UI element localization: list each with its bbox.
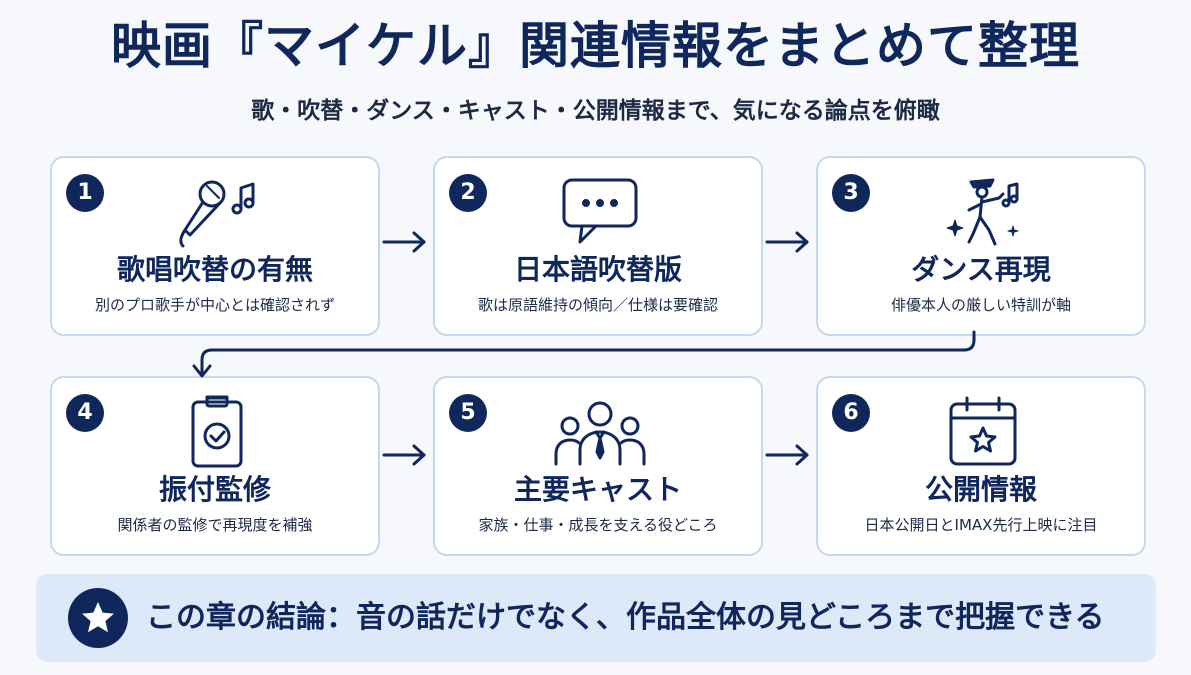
arrow-right-icon [380, 443, 430, 467]
step-number-badge: 5 [449, 394, 487, 432]
step-number-badge: 1 [66, 174, 104, 212]
step-number-badge: 3 [832, 174, 870, 212]
card-title: 振付監修 [158, 473, 271, 506]
page-title: 映画『マイケル』関連情報をまとめて整理 [111, 17, 1080, 75]
conclusion-banner: この章の結論：音の話だけでなく、作品全体の見どころまで把握できる [36, 574, 1156, 662]
calendar-star-icon [933, 392, 1033, 472]
card-choreography: 4 振付監修 関係者の監修で再現度を補強 [50, 376, 380, 556]
card-dance: 3 ダンス再現 俳優本人の厳しい特訓が軸 [816, 156, 1146, 336]
row-connector-arrow-icon [190, 330, 990, 380]
card-release-info: 6 公開情報 日本公開日とIMAX先行上映に注目 [816, 376, 1146, 556]
dancer-icon [933, 172, 1033, 252]
card-title: 主要キャスト [513, 473, 682, 506]
page-subtitle: 歌・吹替・ダンス・キャスト・公開情報まで、気になる論点を俯瞰 [251, 98, 940, 124]
card-description: 日本公開日とIMAX先行上映に注目 [864, 516, 1098, 534]
people-group-icon [550, 392, 650, 472]
star-icon [68, 588, 128, 648]
speech-bubble-icon [550, 172, 650, 252]
card-description: 歌は原語維持の傾向／仕様は要確認 [477, 296, 718, 314]
card-title: ダンス再現 [911, 253, 1051, 286]
card-description: 別のプロ歌手が中心とは確認されず [94, 296, 335, 314]
step-number-badge: 4 [66, 394, 104, 432]
card-description: 関係者の監修で再現度を補強 [117, 516, 313, 534]
card-description: 家族・仕事・成長を支える役どころ [478, 516, 718, 534]
clipboard-check-icon [167, 392, 267, 472]
card-main-cast: 5 主要キャスト 家族・仕事・成長を支える役どころ [433, 376, 763, 556]
card-description: 俳優本人の厳しい特訓が軸 [890, 296, 1071, 314]
step-number-badge: 2 [449, 174, 487, 212]
card-title: 日本語吹替版 [513, 253, 682, 286]
arrow-right-icon [763, 230, 813, 254]
card-title: 歌唱吹替の有無 [116, 253, 313, 286]
card-singing-dub: 1 歌唱吹替の有無 別のプロ歌手が中心とは確認されず [50, 156, 380, 336]
step-number-badge: 6 [832, 394, 870, 432]
conclusion-text: この章の結論：音の話だけでなく、作品全体の見どころまで把握できる [146, 600, 1105, 635]
microphone-music-icon [167, 172, 267, 252]
card-title: 公開情報 [924, 473, 1037, 506]
card-japanese-dub: 2 日本語吹替版 歌は原語維持の傾向／仕様は要確認 [433, 156, 763, 336]
arrow-right-icon [763, 443, 813, 467]
arrow-right-icon [380, 230, 430, 254]
